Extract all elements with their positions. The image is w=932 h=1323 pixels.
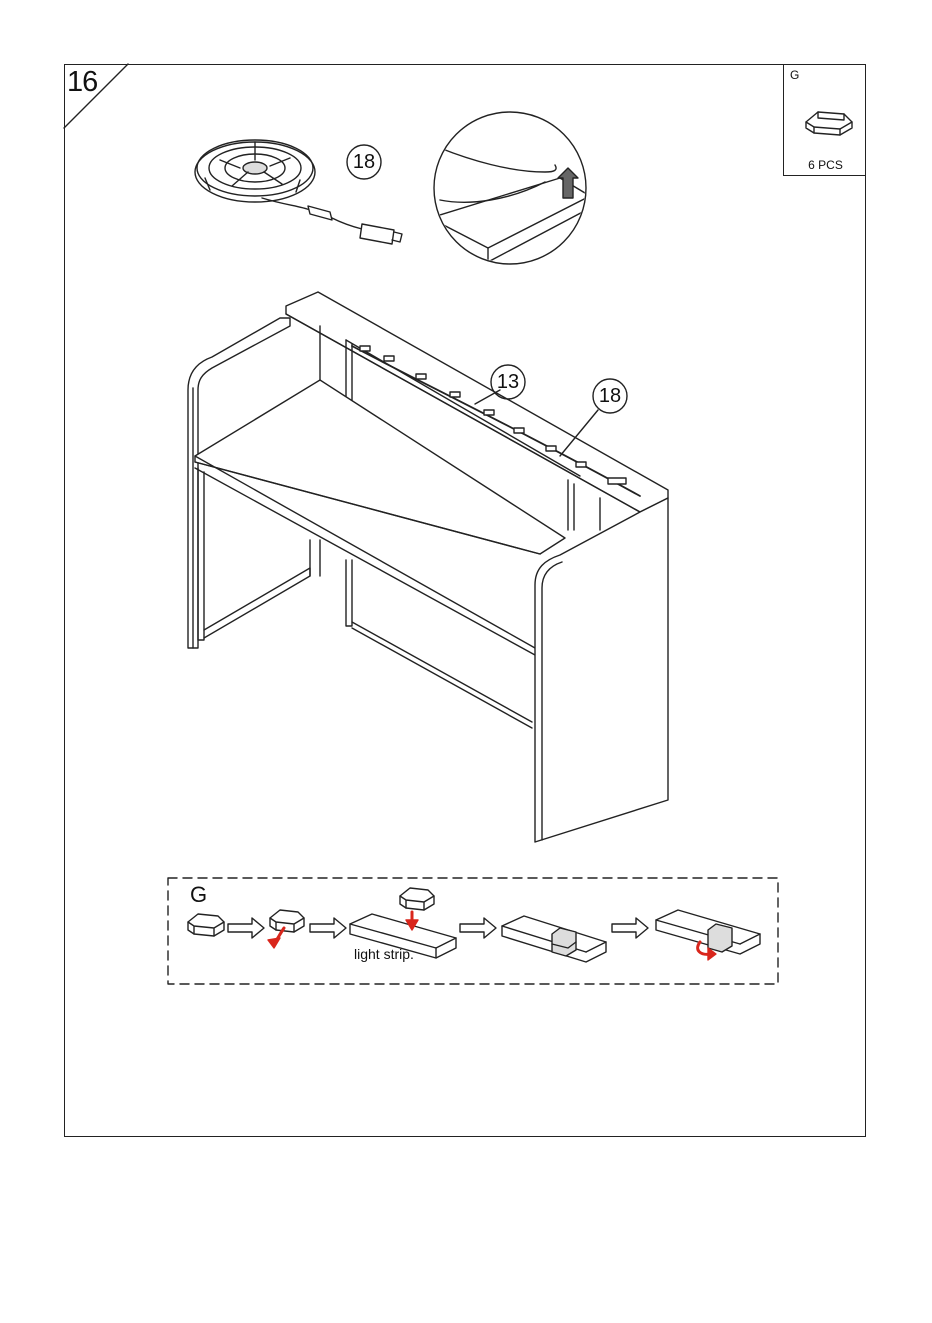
parts-letter: G xyxy=(790,68,799,82)
callout-18-top: 18 xyxy=(346,144,382,180)
peel-detail-icon xyxy=(430,112,590,264)
instruction-letter: G xyxy=(190,882,207,908)
light-strip-label: light strip. xyxy=(354,946,414,962)
clip-sequence xyxy=(188,888,760,962)
parts-quantity: 6 PCS xyxy=(784,158,867,172)
callout-18-desk: 18 xyxy=(592,378,628,414)
callout-13: 13 xyxy=(490,364,526,400)
desk-drawing xyxy=(188,292,668,842)
parts-box: G 6 PCS xyxy=(783,64,866,176)
step-number: 16 xyxy=(67,66,97,99)
